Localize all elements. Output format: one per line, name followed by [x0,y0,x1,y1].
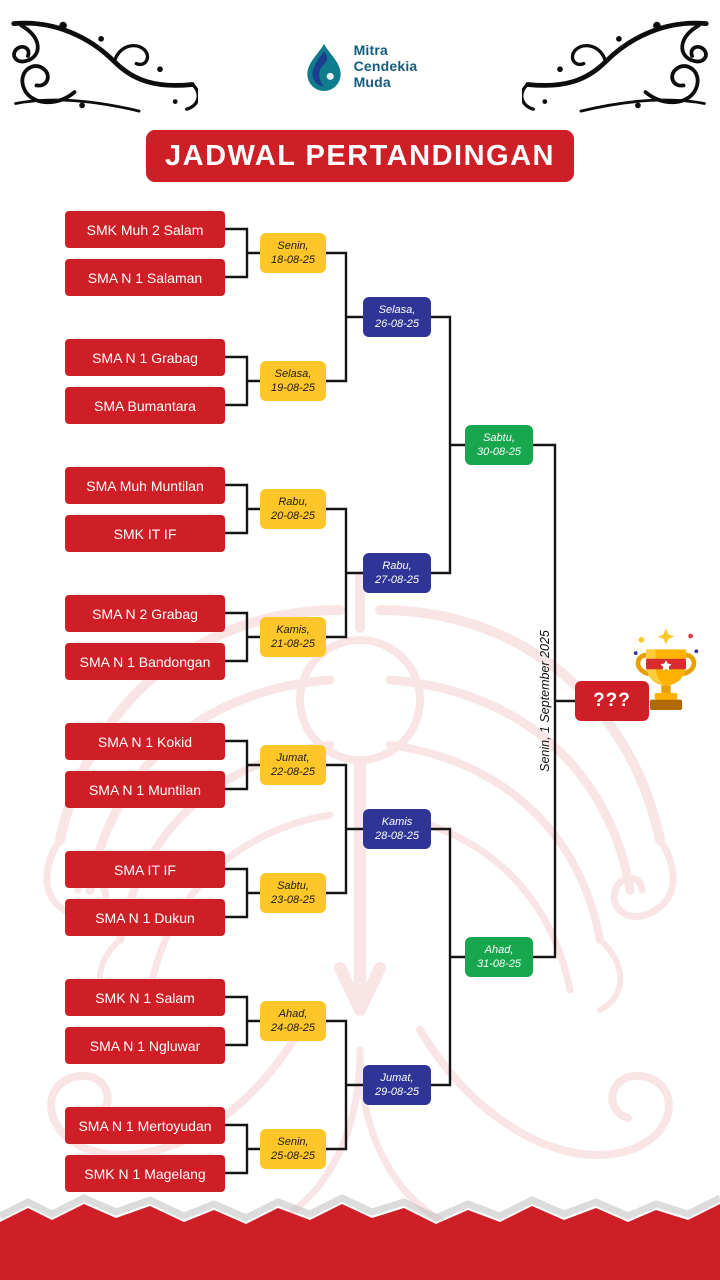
match-date: 29-08-25 [374,1086,420,1098]
match-day: Senin, [277,239,309,252]
round2-date-3: Kamis 28-08-25 [363,809,431,849]
final-match-date: Senin, 1 September 2025 [538,630,552,772]
team-box-10: SMA N 1 Muntilan [65,771,225,808]
round1-date-1: Senin, 18-08-25 [260,233,326,273]
water-drop-icon [306,44,341,91]
match-day: Kamis, [276,623,310,636]
match-day: Rabu, [382,559,412,572]
team-box-8: SMA N 1 Bandongan [65,643,225,680]
match-day: Selasa, [378,303,416,316]
match-day: Jumat, [276,751,310,764]
round2-date-4: Jumat, 29-08-25 [363,1065,431,1105]
round2-date-1: Selasa, 26-08-25 [363,297,431,337]
team-box-11: SMA IT IF [65,851,225,888]
round1-date-4: Kamis, 21-08-25 [260,617,326,657]
match-date: 19-08-25 [270,382,316,394]
semifinal-date-1: Sabtu, 30-08-25 [465,425,533,465]
round1-date-6: Sabtu, 23-08-25 [260,873,326,913]
match-day: Selasa, [274,367,312,380]
brand-name: Mitra Cendekia Muda [354,43,418,90]
match-day: Ahad, [484,943,514,956]
match-date: 21-08-25 [270,638,316,650]
match-date: 30-08-25 [476,446,522,458]
page-title: JADWAL PERTANDINGAN [146,130,574,182]
team-box-16: SMK N 1 Magelang [65,1155,225,1192]
brand-logo: Mitra Cendekia Muda [0,42,720,92]
match-date: 31-08-25 [476,958,522,970]
round2-date-2: Rabu, 27-08-25 [363,553,431,593]
match-day: Kamis [381,815,413,828]
round1-date-3: Rabu, 20-08-25 [260,489,326,529]
match-date: 27-08-25 [374,574,420,586]
match-day: Ahad, [278,1007,308,1020]
match-date: 22-08-25 [270,766,316,778]
team-box-2: SMA N 1 Salaman [65,259,225,296]
corner-flourish-left [11,20,198,113]
team-box-14: SMA N 1 Ngluwar [65,1027,225,1064]
team-box-1: SMK Muh 2 Salam [65,211,225,248]
match-day: Senin, [277,1135,309,1148]
team-box-12: SMA N 1 Dukun [65,899,225,936]
team-box-7: SMA N 2 Grabag [65,595,225,632]
team-box-5: SMA Muh Muntilan [65,467,225,504]
match-date: 20-08-25 [270,510,316,522]
brand-line-3: Muda [353,73,391,90]
match-date: 28-08-25 [374,830,420,842]
match-date: 26-08-25 [374,318,420,330]
corner-flourish-right [522,20,709,113]
match-date: 18-08-25 [270,254,316,266]
match-date: 25-08-25 [270,1150,316,1162]
team-box-6: SMK IT IF [65,515,225,552]
round1-date-7: Ahad, 24-08-25 [260,1001,326,1041]
match-day: Sabtu, [483,431,515,444]
team-box-3: SMA N 1 Grabag [65,339,225,376]
match-date: 24-08-25 [270,1022,316,1034]
match-date: 23-08-25 [270,894,316,906]
round1-date-8: Senin, 25-08-25 [260,1129,326,1169]
round1-date-2: Selasa, 19-08-25 [260,361,326,401]
champion-box: ??? [575,681,649,721]
round1-date-5: Jumat, 22-08-25 [260,745,326,785]
team-box-15: SMA N 1 Mertoyudan [65,1107,225,1144]
team-box-9: SMA N 1 Kokid [65,723,225,760]
trophy-icon [633,628,699,710]
torn-paper-edge [0,1194,720,1280]
match-day: Jumat, [380,1071,414,1084]
brand-line-1: Mitra [353,42,389,59]
semifinal-date-2: Ahad, 31-08-25 [465,937,533,977]
match-day: Rabu, [278,495,308,508]
match-day: Sabtu, [277,879,309,892]
team-box-13: SMK N 1 Salam [65,979,225,1016]
brand-line-2: Cendekia [353,58,418,75]
team-box-4: SMA Bumantara [65,387,225,424]
